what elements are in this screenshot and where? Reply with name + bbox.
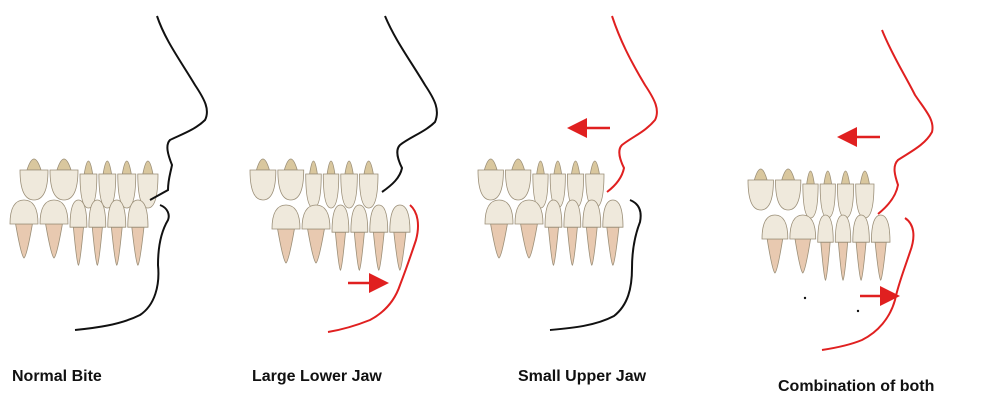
speck-dot — [803, 296, 807, 300]
lower-tooth — [369, 204, 389, 271]
upper-tooth — [505, 158, 532, 201]
upper-tooth — [79, 160, 98, 209]
panel-normal-bite — [9, 15, 208, 331]
upper-tooth — [819, 170, 836, 219]
lower-teeth-row — [271, 204, 411, 271]
upper-teeth-row — [747, 168, 875, 219]
upper-tooth — [322, 160, 340, 209]
lower-tooth — [484, 199, 514, 259]
caption-normal-bite: Normal Bite — [12, 368, 102, 385]
upper-profile-line — [877, 29, 934, 215]
upper-tooth — [532, 160, 549, 209]
lower-tooth — [127, 199, 149, 266]
upper-tooth — [49, 158, 79, 201]
upper-tooth — [340, 160, 358, 209]
upper-tooth — [477, 158, 504, 201]
upper-teeth-row — [477, 158, 605, 209]
lower-tooth — [9, 199, 39, 259]
upper-tooth — [747, 168, 774, 211]
lower-tooth — [602, 199, 624, 266]
lower-tooth — [350, 204, 369, 271]
upper-tooth — [19, 158, 49, 201]
panel-combination-of-both — [747, 29, 934, 351]
upper-tooth — [855, 170, 875, 219]
lower-profile-line — [74, 204, 170, 331]
upper-tooth — [802, 170, 819, 219]
caption-small-upper-jaw: Small Upper Jaw — [518, 368, 647, 385]
upper-profile-line — [149, 15, 208, 201]
lower-tooth — [331, 204, 350, 271]
lower-profile-line — [327, 204, 419, 333]
upper-tooth — [585, 160, 605, 209]
lower-tooth — [582, 199, 602, 266]
upper-tooth — [775, 168, 802, 211]
lower-tooth — [789, 214, 817, 274]
lower-teeth-row — [9, 199, 149, 266]
lower-tooth — [107, 199, 127, 266]
upper-tooth — [305, 160, 322, 209]
lower-profile-line — [549, 199, 642, 331]
lower-tooth — [870, 214, 891, 281]
lower-tooth — [389, 204, 411, 271]
upper-tooth — [836, 170, 855, 219]
upper-profile-line — [381, 15, 438, 193]
lower-tooth — [271, 204, 301, 264]
lower-tooth — [301, 204, 331, 264]
upper-tooth — [358, 160, 379, 209]
upper-tooth — [249, 158, 277, 201]
lower-tooth — [563, 199, 582, 266]
caption-large-lower-jaw: Large Lower Jaw — [252, 368, 382, 385]
lower-teeth-row — [484, 199, 624, 266]
lower-tooth — [817, 214, 834, 281]
lower-tooth — [834, 214, 852, 281]
lower-teeth-row — [761, 214, 891, 281]
lower-tooth — [544, 199, 563, 266]
lower-tooth — [69, 199, 88, 266]
lower-tooth — [88, 199, 107, 266]
panel-large-lower-jaw — [249, 15, 438, 333]
upper-profile-line — [606, 15, 658, 193]
lower-tooth — [761, 214, 789, 274]
upper-tooth — [117, 160, 137, 209]
lower-tooth — [852, 214, 870, 281]
lower-tooth — [39, 199, 69, 259]
speck-dot — [856, 309, 860, 313]
caption-combination-of-both: Combination of both — [778, 378, 935, 395]
lower-tooth — [514, 199, 544, 259]
upper-teeth-row — [249, 158, 379, 209]
upper-tooth — [277, 158, 305, 201]
upper-tooth — [98, 160, 117, 209]
panel-small-upper-jaw — [477, 15, 658, 331]
